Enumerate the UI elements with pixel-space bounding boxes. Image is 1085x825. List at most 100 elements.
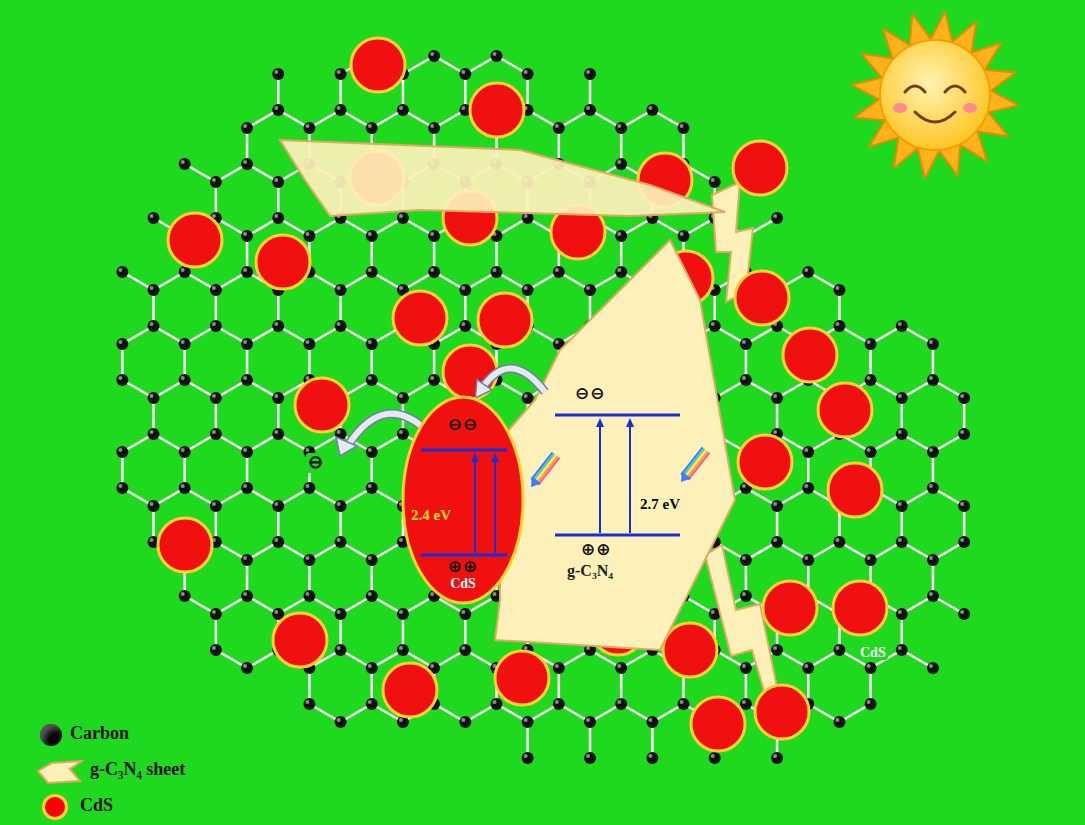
carbon-atom: [584, 716, 596, 728]
atom-highlight: [804, 448, 808, 452]
carbon-atom: [553, 698, 565, 710]
atom-highlight: [181, 592, 185, 596]
atom-highlight: [711, 754, 715, 758]
atom-highlight: [337, 430, 341, 434]
atom-highlight: [150, 286, 154, 290]
cds-particle: [158, 518, 212, 572]
carbon-atom: [210, 500, 222, 512]
excitation-arrow: [474, 461, 476, 553]
atom-highlight: [368, 232, 372, 236]
atom-highlight: [742, 664, 746, 668]
cds-particle: [755, 685, 809, 739]
atom-highlight: [773, 754, 777, 758]
carbon-atom: [272, 68, 284, 80]
atom-highlight: [305, 124, 309, 128]
atom-highlight: [212, 502, 216, 506]
carbon-atom: [865, 446, 877, 458]
carbon-atom: [927, 338, 939, 350]
atom-highlight: [305, 340, 309, 344]
carbon-atom: [833, 320, 845, 332]
carbon-atom: [210, 644, 222, 656]
atom-highlight: [368, 556, 372, 560]
carbon-atom: [366, 374, 378, 386]
carbon-atom: [459, 68, 471, 80]
legend-text: CdS: [80, 796, 113, 816]
carbon-atom: [459, 644, 471, 656]
sun: [852, 12, 1019, 179]
sun-eye: [945, 86, 965, 92]
cds-particle: [393, 291, 447, 345]
carbon-atom: [927, 554, 939, 566]
atom-highlight: [492, 700, 496, 704]
atom-highlight: [305, 484, 309, 488]
big-sheet: [495, 240, 735, 650]
carbon-atom: [615, 230, 627, 242]
carbon-atom: [428, 50, 440, 62]
cds-particle: [470, 83, 524, 137]
atom-highlight: [929, 592, 933, 596]
carbon-atom: [241, 122, 253, 134]
atom-highlight: [399, 646, 403, 650]
cds-particle: [733, 141, 787, 195]
atom-highlight: [212, 286, 216, 290]
carbon-atom: [615, 662, 627, 674]
atom-highlight: [524, 754, 528, 758]
carbon-atom: [210, 608, 222, 620]
cds-particle: [691, 697, 745, 751]
atom-highlight: [555, 124, 559, 128]
atom-highlight: [274, 538, 278, 542]
atom-highlight: [118, 448, 122, 452]
carbon-atom: [241, 374, 253, 386]
carbon-atom: [615, 266, 627, 278]
cds-particle: [783, 328, 837, 382]
c3n4-band-node: ⊖⊖2.7 eV⊕⊕g-C₃N₄: [545, 380, 695, 585]
carbon-atom: [366, 122, 378, 134]
atom-highlight: [742, 484, 746, 488]
carbon-atom: [927, 374, 939, 386]
carbon-atom: [303, 482, 315, 494]
cds-particle: [295, 378, 349, 432]
carbon-atom: [802, 482, 814, 494]
atom-highlight: [243, 556, 247, 560]
light-ray: [533, 454, 554, 481]
carbon-atom: [241, 590, 253, 602]
connector-outline: [482, 368, 545, 392]
atom-highlight: [274, 178, 278, 182]
carbon-atom: [148, 392, 160, 404]
legend-text: Carbon: [70, 724, 129, 744]
carbon-atom: [865, 374, 877, 386]
carbon-atom: [272, 536, 284, 548]
atom-highlight: [399, 214, 403, 218]
atom-highlight: [867, 700, 871, 704]
atom-highlight: [430, 124, 434, 128]
carbon-atom: [303, 230, 315, 242]
cds-particle-node: ⊖⊖2.4 eV⊕⊕CdS: [401, 395, 525, 605]
sun-cheek: [893, 103, 907, 113]
atom-highlight: [461, 646, 465, 650]
atom-highlight: [337, 610, 341, 614]
atom-highlight: [243, 124, 247, 128]
carbon-atom: [958, 500, 970, 512]
carbon-atom: [241, 446, 253, 458]
carbon-atom: [865, 338, 877, 350]
atom-highlight: [150, 214, 154, 218]
band-gap-value: 2.7 eV: [640, 496, 680, 513]
carbon-atom: [148, 428, 160, 440]
atom-highlight: [898, 322, 902, 326]
carbon-atom: [303, 590, 315, 602]
carbon-atom: [179, 446, 191, 458]
atom-highlight: [212, 178, 216, 182]
conduction-band: [421, 449, 507, 452]
carbon-atom: [896, 428, 908, 440]
carbon-atom: [303, 554, 315, 566]
carbon-atom: [615, 158, 627, 170]
c3n4-sheet: [495, 240, 735, 650]
atom-highlight: [399, 430, 403, 434]
atom-highlight: [150, 538, 154, 542]
carbon-atom: [366, 662, 378, 674]
cds-particle: [763, 581, 817, 635]
carbon-atom: [678, 698, 690, 710]
carbon-atom: [615, 122, 627, 134]
carbon-atom: [802, 446, 814, 458]
atom-highlight: [680, 700, 684, 704]
